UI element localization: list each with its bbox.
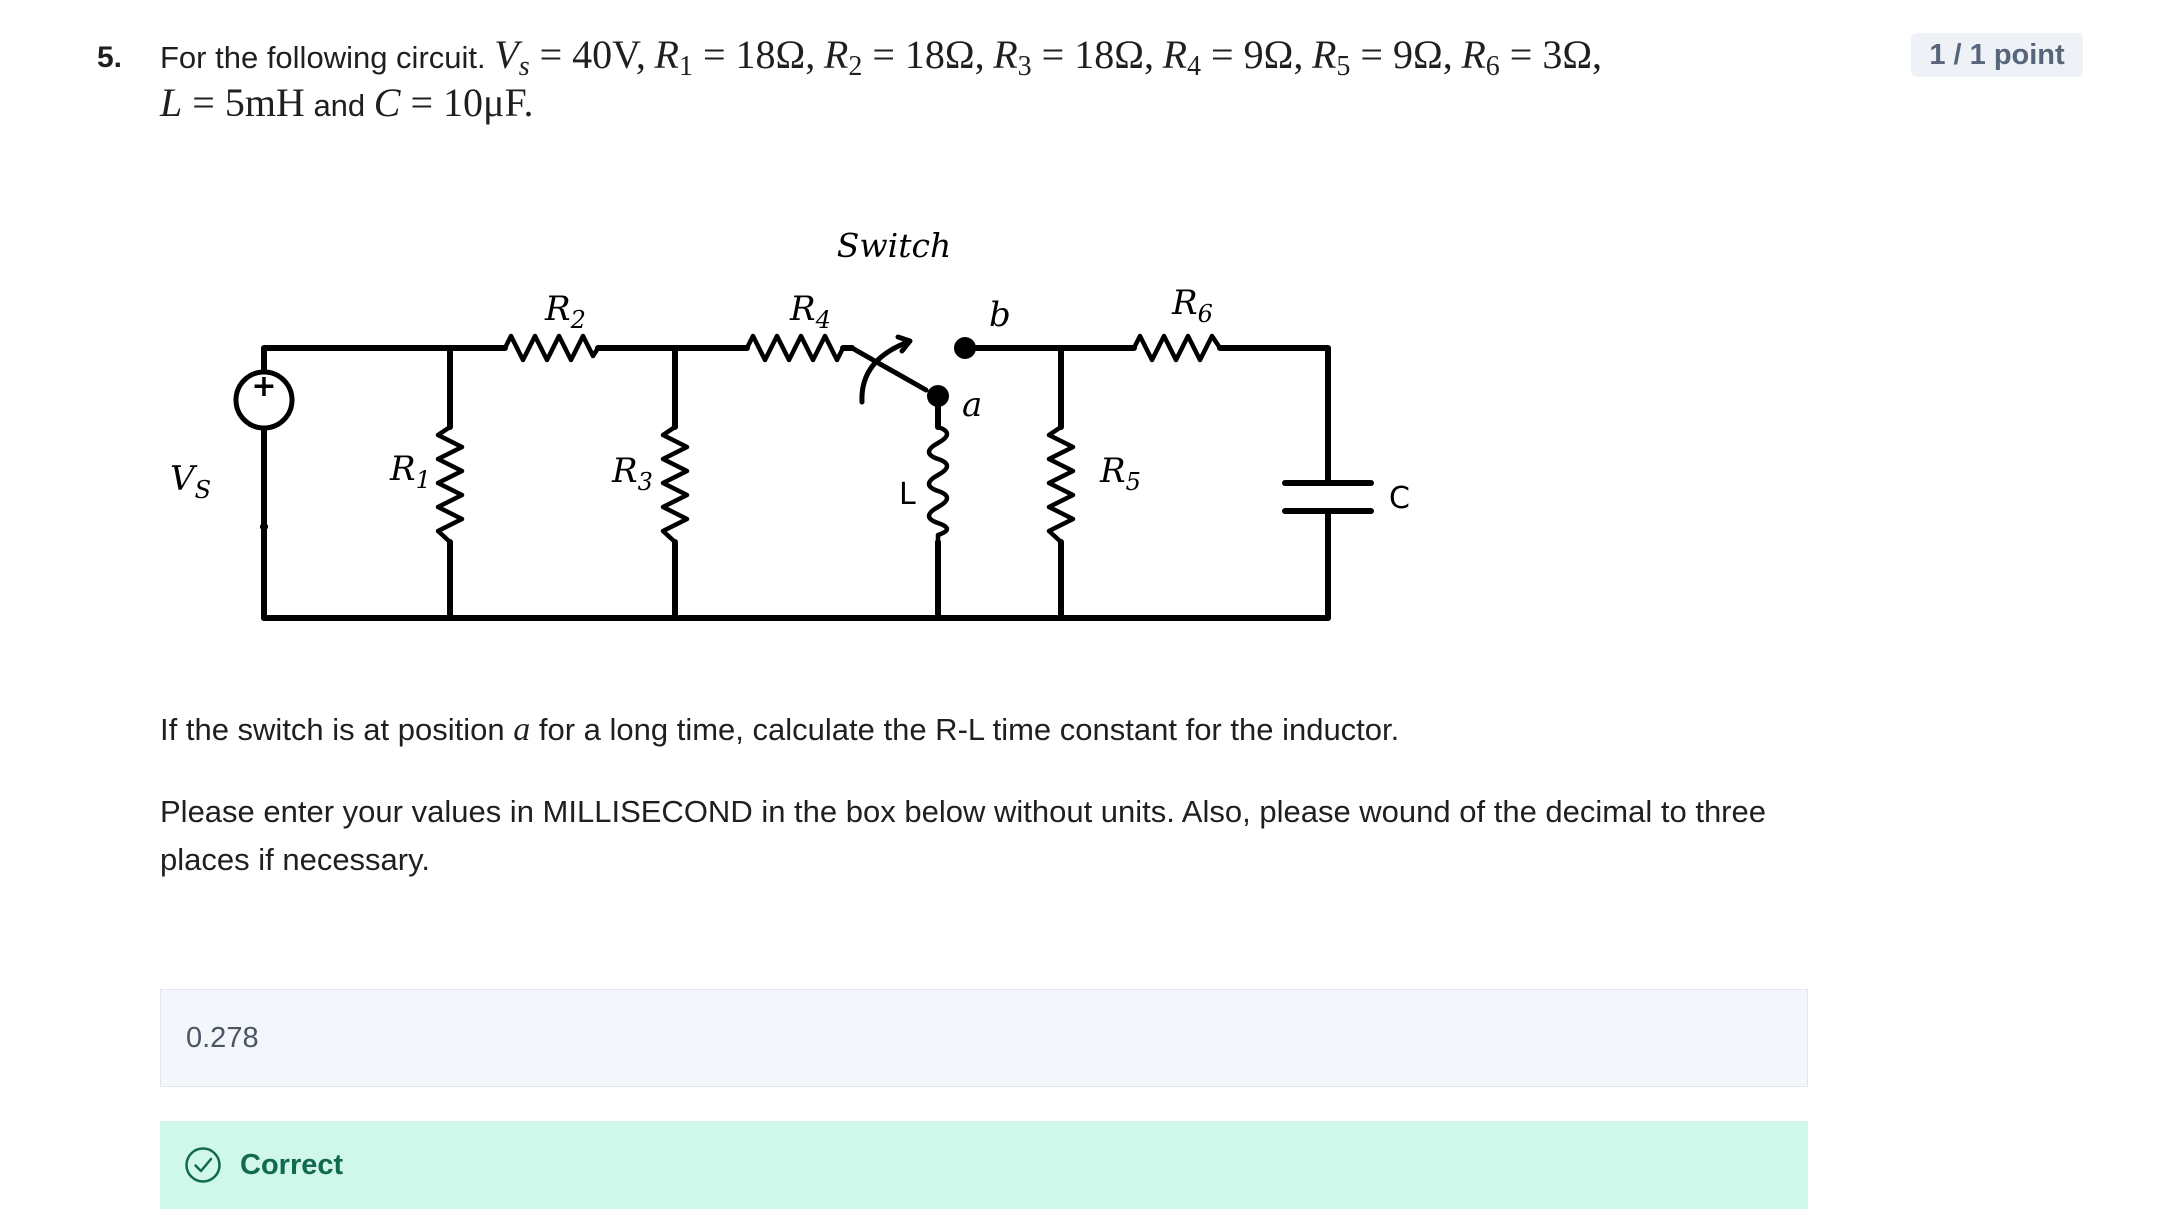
label-r6: R6 bbox=[1171, 283, 1213, 328]
label-r4: R4 bbox=[789, 289, 831, 334]
equation-l: L = 5mH bbox=[160, 80, 305, 125]
feedback-label: Correct bbox=[240, 1148, 344, 1181]
equation-r6: R6 = 3Ω bbox=[1461, 32, 1593, 82]
voltage-source-symbol bbox=[233, 369, 295, 431]
equation-c: C = 10μF bbox=[373, 80, 524, 125]
question-intro: For the following circuit. bbox=[160, 40, 486, 75]
switch-arc-arrow bbox=[859, 339, 911, 405]
wire-top-left bbox=[261, 345, 508, 375]
equation-r2: R2 = 18Ω bbox=[823, 32, 975, 82]
voltage-source-minus: - bbox=[259, 511, 270, 541]
equation-vs: Vs = 40V bbox=[494, 32, 636, 82]
voltage-source-plus: + bbox=[251, 369, 276, 404]
label-a: a bbox=[962, 385, 982, 425]
and-word: and bbox=[313, 88, 366, 123]
resistor-r3-symbol bbox=[660, 425, 690, 544]
label-r2: R2 bbox=[544, 289, 586, 334]
question-text-line-2: L = 5mH and C = 10μF. bbox=[160, 80, 534, 125]
switch-label: Switch bbox=[837, 226, 951, 265]
units-note: Please enter your values in MILLISECOND … bbox=[160, 794, 1766, 877]
equation-r1: R1 = 18Ω bbox=[654, 32, 806, 82]
inductor-symbol bbox=[926, 424, 950, 542]
answer-value: 0.278 bbox=[186, 1021, 259, 1054]
question-number: 5. bbox=[97, 41, 123, 74]
label-vs: VS bbox=[170, 459, 211, 504]
switch-blade bbox=[849, 345, 929, 393]
switch bbox=[849, 334, 929, 405]
circuit-diagram: Switch b a R2 R4 R6 R1 R3 R5 VS L C + - bbox=[170, 226, 1410, 621]
label-r1: R1 bbox=[389, 449, 431, 494]
label-c: C bbox=[1389, 481, 1410, 516]
points-badge: 1 / 1 point bbox=[1911, 33, 2083, 77]
label-b: b bbox=[989, 295, 1011, 335]
label-l: L bbox=[899, 477, 916, 512]
label-r5: R5 bbox=[1099, 451, 1141, 496]
check-circle-icon bbox=[185, 1147, 221, 1183]
answer-input[interactable]: 0.278 bbox=[160, 989, 1808, 1087]
equation-r5: R5 = 9Ω bbox=[1311, 32, 1443, 82]
resistor-r6-symbol bbox=[1131, 333, 1222, 363]
resistor-r2-symbol bbox=[502, 333, 600, 363]
wire-r6-out bbox=[1217, 345, 1331, 621]
equation-r4: R4 = 9Ω bbox=[1162, 32, 1294, 82]
resistor-r5-symbol bbox=[1046, 425, 1076, 544]
resistor-r1-symbol bbox=[435, 425, 465, 544]
instruction-text: If the switch is at position a for a lon… bbox=[160, 711, 1400, 748]
feedback-banner: Correct bbox=[160, 1121, 1808, 1209]
label-r3: R3 bbox=[611, 451, 653, 496]
question-text-line-1: For the following circuit. Vs = 40V, R1 … bbox=[160, 32, 1603, 82]
equation-r3: R3 = 18Ω bbox=[993, 32, 1144, 82]
resistor-r4-symbol bbox=[744, 333, 846, 363]
terminal-b bbox=[954, 337, 976, 359]
terminal-a bbox=[927, 385, 949, 407]
